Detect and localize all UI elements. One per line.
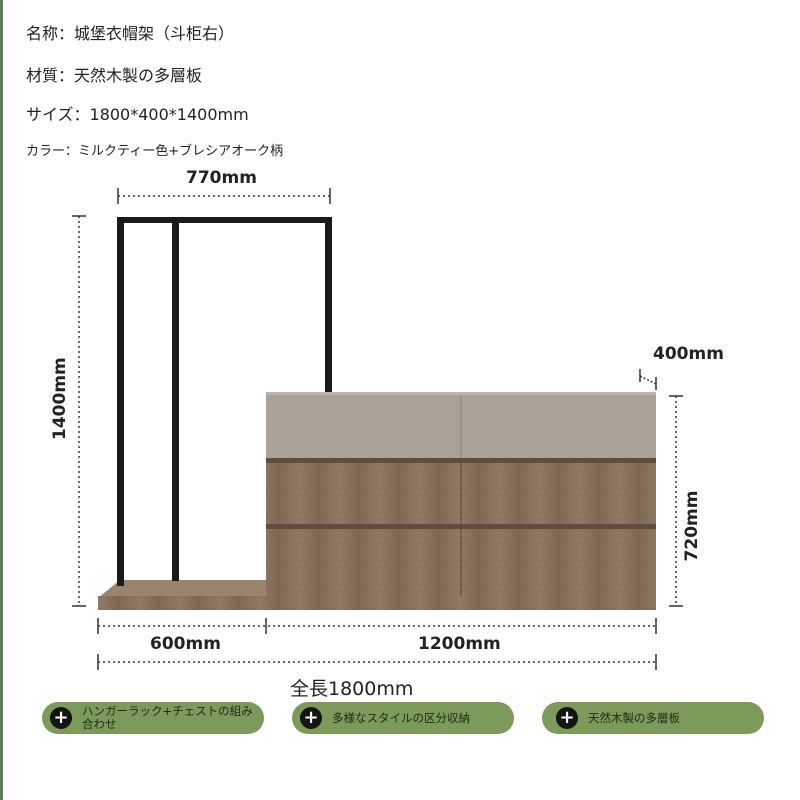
- spec-material: 材質：天然木製の多層板: [26, 66, 203, 85]
- chest: [266, 392, 656, 596]
- feature-label: 多様なスタイルの区分収納: [332, 710, 470, 725]
- feature-label: 天然木製の多層板: [588, 710, 680, 725]
- spec-size: サイズ：1800*400*1400mm: [26, 105, 249, 124]
- left-edge-line: [0, 0, 3, 800]
- plus-circle-icon: +: [300, 707, 322, 729]
- dim-chest-height: 720mm: [682, 490, 702, 562]
- hanger-rack: [117, 217, 332, 586]
- feature-pill-1: + ハンガーラック+チェストの組み合わせ: [42, 702, 264, 734]
- dim-rack-width: 770mm: [186, 168, 257, 188]
- feature-pill-2: + 多様なスタイルの区分収納: [292, 702, 514, 734]
- feature-pill-3: + 天然木製の多層板: [542, 702, 764, 734]
- spec-color: カラー：ミルクティー色+ブレシアオーク柄: [26, 144, 284, 159]
- base-plank: [98, 580, 656, 610]
- dim-depth: 400mm: [653, 344, 724, 364]
- spec-name: 名称：城堡衣帽架（斗柜右）: [26, 24, 235, 43]
- dimension-lines: [72, 188, 683, 670]
- dim-height: 1400mm: [50, 357, 70, 440]
- dim-base-left: 600mm: [150, 634, 221, 654]
- feature-label: ハンガーラック+チェストの組み合わせ: [82, 704, 253, 731]
- dim-total-length: 全長1800mm: [290, 678, 414, 700]
- plus-circle-icon: +: [50, 707, 72, 729]
- plus-circle-icon: +: [556, 707, 578, 729]
- dim-chest-width: 1200mm: [418, 634, 501, 654]
